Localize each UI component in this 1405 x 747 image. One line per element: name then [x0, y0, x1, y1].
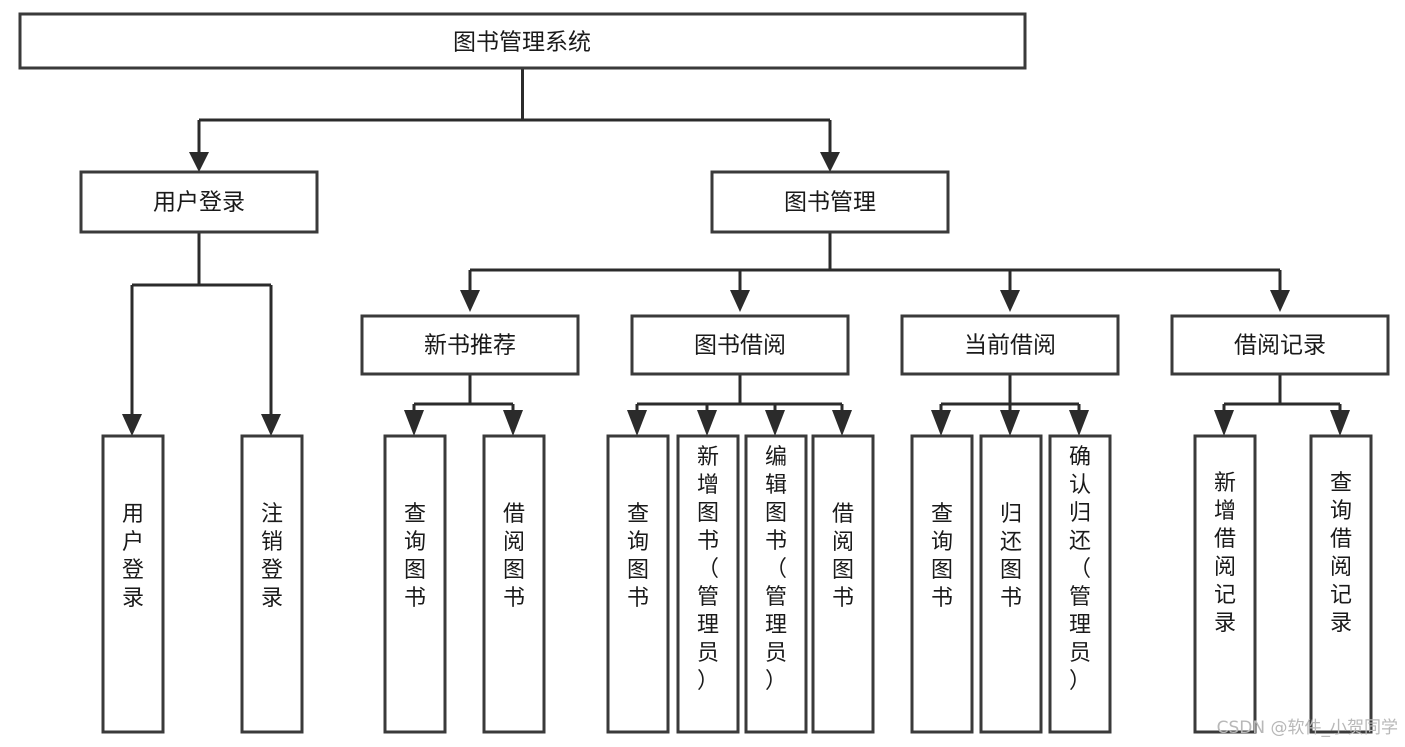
- leaf-query-book-1-label: 查询图书: [404, 502, 426, 611]
- node-new-book-recommend[interactable]: 新书推荐: [360, 314, 580, 376]
- current-borrow-box[interactable]: [900, 314, 1120, 376]
- node-leaf-borrow-book-1[interactable]: 借阅图书: [482, 434, 546, 734]
- user-login-label: 用户登录: [153, 190, 245, 216]
- arrow-to-leaf-user-login: [122, 414, 142, 436]
- node-leaf-query-book-3[interactable]: 查询图书: [910, 434, 974, 734]
- node-current-borrow[interactable]: 当前借阅: [900, 314, 1120, 376]
- leaf-borrow-book-2-box[interactable]: [811, 434, 875, 734]
- connector-root-to-level1: [197, 68, 832, 152]
- root-box[interactable]: [18, 12, 1027, 70]
- arrow-to-borrow-record: [1270, 290, 1290, 312]
- leaf-add-record-box[interactable]: [1193, 434, 1257, 734]
- leaf-edit-book-label: 编辑图书（管理员）: [765, 445, 787, 694]
- arrow-to-leaf-add-book: [697, 410, 717, 436]
- arrow-to-leaf-borrow-book-2: [832, 410, 852, 436]
- leaf-borrow-book-2-label: 借阅图书: [832, 502, 854, 611]
- current-borrow-label: 当前借阅: [964, 333, 1056, 359]
- arrow-to-leaf-query-record: [1330, 410, 1350, 436]
- node-leaf-confirm-return[interactable]: 确认归还（管理员）: [1048, 434, 1112, 734]
- book-management-box[interactable]: [710, 170, 950, 234]
- node-leaf-add-record[interactable]: 新增借阅记录: [1193, 434, 1257, 734]
- user-login-box[interactable]: [79, 170, 319, 234]
- leaf-query-book-1-box[interactable]: [383, 434, 447, 734]
- node-user-login[interactable]: 用户登录: [79, 170, 319, 234]
- borrow-record-box[interactable]: [1170, 314, 1390, 376]
- new-book-recommend-label: 新书推荐: [424, 333, 516, 359]
- arrow-to-leaf-query-book-3: [931, 410, 951, 436]
- connector-new-book-recommend-to-leaves: [412, 374, 515, 414]
- leaf-node-group: 用户登录 注销登录 查询图书 借阅图书 查询图书 新增图书（管理员）: [101, 434, 1373, 734]
- book-borrow-label: 图书借阅: [694, 333, 786, 359]
- root-label: 图书管理系统: [453, 30, 591, 56]
- leaf-query-book-3-box[interactable]: [910, 434, 974, 734]
- book-management-label: 图书管理: [784, 190, 876, 216]
- leaf-confirm-return-label: 确认归还（管理员）: [1069, 445, 1091, 694]
- node-leaf-edit-book[interactable]: 编辑图书（管理员）: [744, 434, 808, 734]
- node-leaf-query-book-2[interactable]: 查询图书: [606, 434, 670, 734]
- leaf-query-record-label: 查询借阅记录: [1330, 471, 1352, 636]
- leaf-borrow-book-1-box[interactable]: [482, 434, 546, 734]
- connector-borrow-record-to-leaves: [1222, 374, 1342, 414]
- leaf-borrow-book-1-label: 借阅图书: [503, 502, 525, 611]
- node-leaf-query-record[interactable]: 查询借阅记录: [1309, 434, 1373, 734]
- node-leaf-add-book[interactable]: 新增图书（管理员）: [676, 434, 740, 734]
- leaf-user-logout-label: 注销登录: [261, 502, 283, 611]
- borrow-record-label: 借阅记录: [1234, 333, 1326, 359]
- leaf-return-book-box[interactable]: [979, 434, 1043, 734]
- leaf-query-record-box[interactable]: [1309, 434, 1373, 734]
- arrow-to-book-management: [820, 152, 840, 172]
- node-leaf-borrow-book-2[interactable]: 借阅图书: [811, 434, 875, 734]
- arrow-to-leaf-confirm-return: [1069, 410, 1089, 436]
- arrow-to-leaf-borrow-book-1: [503, 410, 523, 436]
- connector-layer: [122, 68, 1350, 436]
- arrow-to-leaf-query-book-2: [627, 410, 647, 436]
- connector-book-borrow-to-leaves: [635, 374, 844, 414]
- arrow-to-leaf-add-record: [1214, 410, 1234, 436]
- leaf-add-book-label: 新增图书（管理员）: [697, 445, 719, 694]
- leaf-user-logout-box[interactable]: [240, 434, 304, 734]
- leaf-edit-book-box[interactable]: [744, 434, 808, 734]
- arrow-to-new-book-recommend: [460, 290, 480, 312]
- leaf-confirm-return-box[interactable]: [1048, 434, 1112, 734]
- leaf-add-record-label: 新增借阅记录: [1214, 471, 1236, 636]
- node-root[interactable]: 图书管理系统: [18, 12, 1027, 70]
- watermark-label: CSDN @软件_小贺同学: [1217, 718, 1398, 738]
- node-book-management[interactable]: 图书管理: [710, 170, 950, 234]
- node-leaf-return-book[interactable]: 归还图书: [979, 434, 1043, 734]
- arrow-to-leaf-query-book-1: [404, 410, 424, 436]
- arrow-to-current-borrow: [1000, 290, 1020, 312]
- node-leaf-user-login[interactable]: 用户登录: [101, 434, 165, 734]
- book-borrow-box[interactable]: [630, 314, 850, 376]
- leaf-query-book-2-label: 查询图书: [627, 502, 649, 611]
- leaf-user-login-box[interactable]: [101, 434, 165, 734]
- leaf-user-login-label: 用户登录: [122, 502, 144, 611]
- arrow-to-leaf-user-logout: [261, 414, 281, 436]
- arrow-to-book-borrow: [730, 290, 750, 312]
- connector-current-borrow-to-leaves: [939, 374, 1081, 414]
- leaf-query-book-2-box[interactable]: [606, 434, 670, 734]
- node-leaf-query-book-1[interactable]: 查询图书: [383, 434, 447, 734]
- arrow-to-leaf-return-book: [1000, 410, 1020, 436]
- new-book-recommend-box[interactable]: [360, 314, 580, 376]
- leaf-return-book-label: 归还图书: [1000, 502, 1022, 611]
- node-borrow-record[interactable]: 借阅记录: [1170, 314, 1390, 376]
- arrow-to-user-login: [189, 152, 209, 172]
- leaf-add-book-box[interactable]: [676, 434, 740, 734]
- connector-book-management-to-level2: [468, 232, 1282, 290]
- node-book-borrow[interactable]: 图书借阅: [630, 314, 850, 376]
- node-leaf-user-logout[interactable]: 注销登录: [240, 434, 304, 734]
- arrow-to-leaf-edit-book: [765, 410, 785, 436]
- leaf-query-book-3-label: 查询图书: [931, 502, 953, 611]
- connector-user-login-to-leaves: [130, 232, 273, 414]
